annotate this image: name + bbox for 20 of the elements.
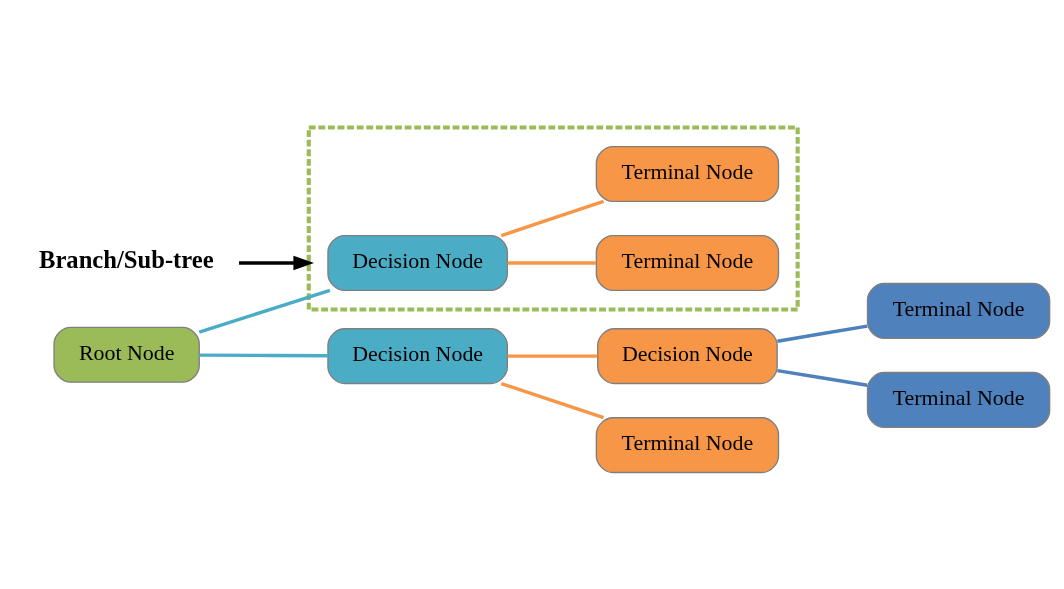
connector — [507, 354, 598, 358]
connector — [507, 261, 596, 265]
node-box: Terminal Node — [866, 371, 1051, 428]
node-box: Terminal Node — [595, 234, 780, 292]
node-box: Terminal Node — [866, 282, 1051, 339]
node-text: Branch/Sub-tree — [39, 245, 214, 273]
arrow — [239, 255, 314, 271]
node-box: Root Node — [53, 326, 200, 383]
node-box: Decision Node — [327, 328, 509, 385]
connector — [199, 353, 328, 358]
connector — [500, 381, 605, 420]
connector — [198, 288, 331, 334]
node-box: Terminal Node — [595, 417, 780, 474]
connector — [777, 324, 868, 343]
connector — [777, 368, 868, 387]
node-box: Decision Node — [327, 234, 509, 292]
cluster — [306, 125, 800, 312]
connector — [500, 199, 605, 238]
node-box: Terminal Node — [595, 145, 780, 203]
node-box: Decision Node — [597, 328, 778, 385]
